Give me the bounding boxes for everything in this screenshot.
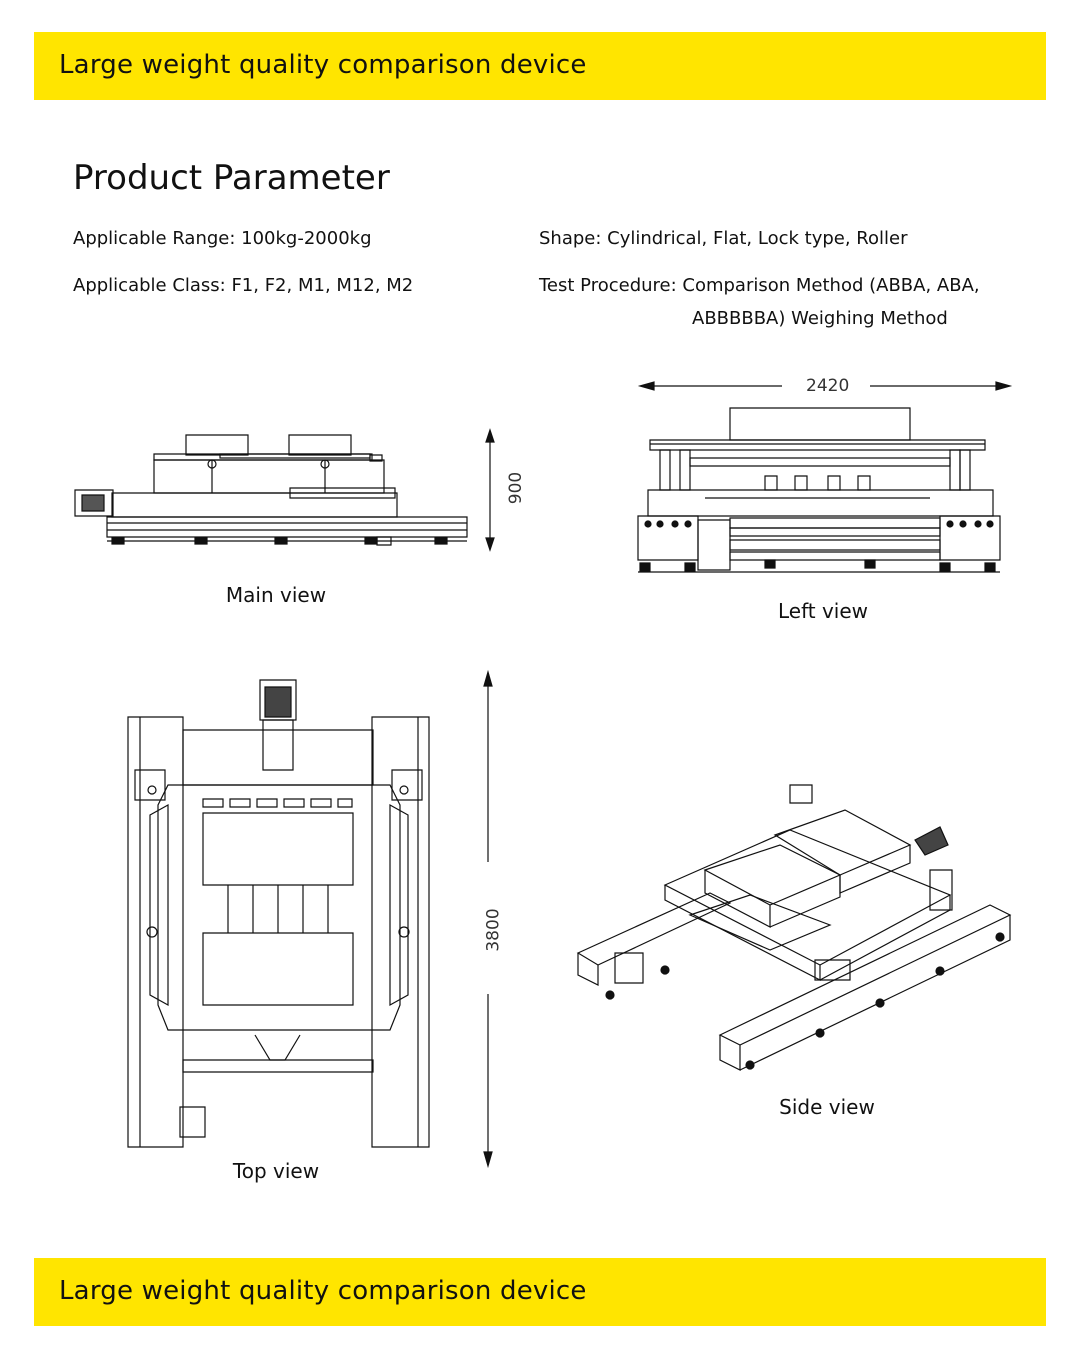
param-applicable-range: Applicable Range: 100kg-2000kg <box>73 228 372 249</box>
bottom-banner-title: Large weight quality comparison device <box>59 1276 587 1306</box>
dimension-3800: 3800 <box>483 908 504 952</box>
main-view-caption: Main view <box>225 583 327 607</box>
bottom-banner: Large weight quality comparison device <box>34 1258 1046 1326</box>
param-shape: Shape: Cylindrical, Flat, Lock type, Rol… <box>539 228 908 249</box>
top-view-caption: Top view <box>232 1159 320 1183</box>
dimension-2420: 2420 <box>806 376 850 396</box>
side-view-drawing <box>570 775 1020 1085</box>
top-view-length-dimension <box>478 672 498 1166</box>
section-heading: Product Parameter <box>73 158 390 198</box>
main-view-height-dimension <box>480 430 500 550</box>
top-banner: Large weight quality comparison device <box>34 32 1046 100</box>
side-view-caption: Side view <box>779 1095 875 1119</box>
top-view-drawing <box>120 675 440 1155</box>
param-applicable-class: Applicable Class: F1, F2, M1, M12, M2 <box>73 275 414 296</box>
param-test-procedure-line2: ABBBBBA) Weighing Method <box>692 308 948 329</box>
left-view-drawing <box>630 400 1010 580</box>
top-banner-title: Large weight quality comparison device <box>59 50 587 80</box>
left-view-caption: Left view <box>777 599 869 623</box>
param-test-procedure-line1: Test Procedure: Comparison Method (ABBA,… <box>539 275 980 296</box>
left-view-width-dimension <box>640 378 1010 394</box>
dimension-900: 900 <box>506 471 527 505</box>
main-view-drawing <box>70 420 510 560</box>
